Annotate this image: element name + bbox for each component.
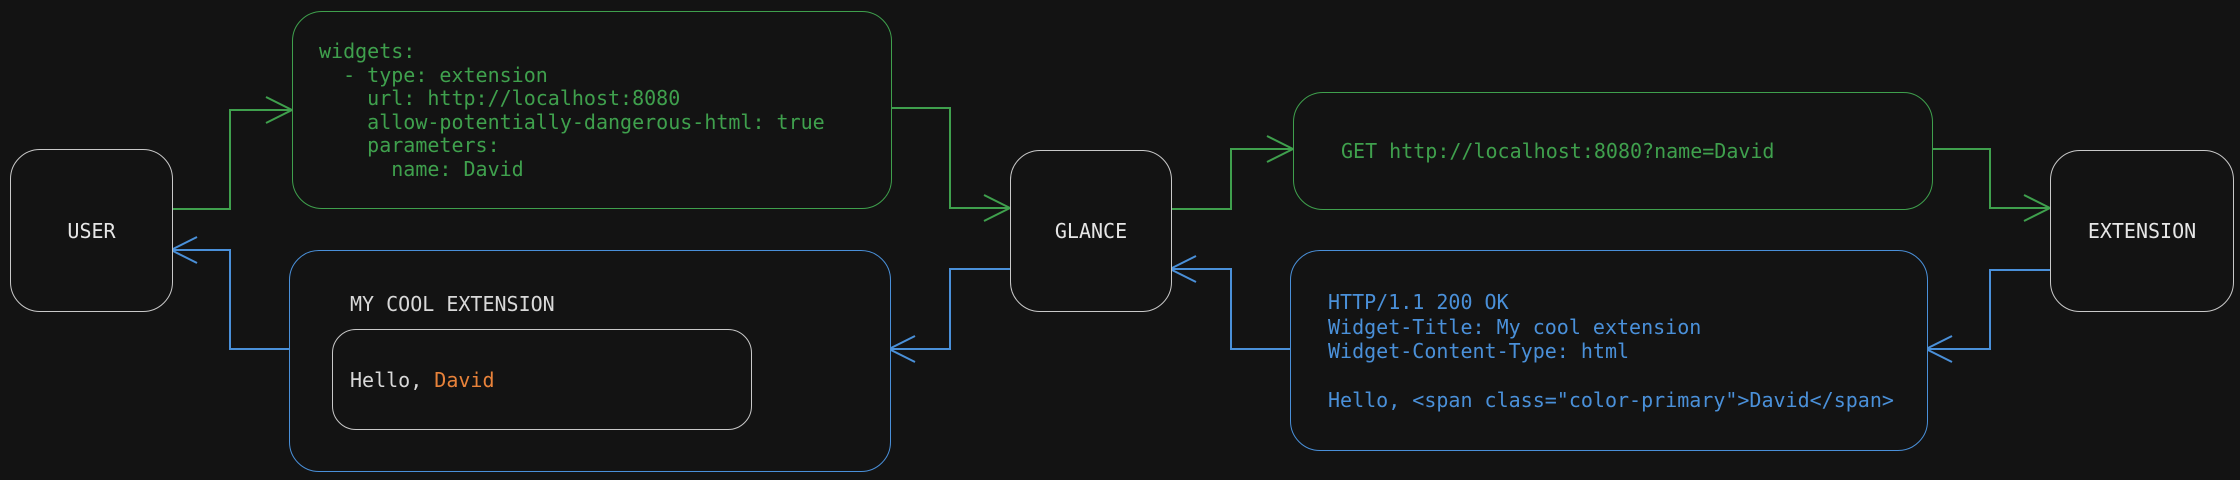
- node-extension-label: EXTENSION: [2087, 219, 2197, 243]
- arrow-response-to-glance: [1169, 255, 1290, 350]
- rendered-widget-box: MY COOL EXTENSION Hello, David: [289, 250, 891, 472]
- greeting-name: David: [434, 367, 495, 392]
- node-glance-label: GLANCE: [1054, 219, 1128, 243]
- http-request-box: GET http://localhost:8080?name=David: [1293, 92, 1933, 210]
- node-glance: GLANCE: [1010, 150, 1172, 312]
- arrow-glance-to-widget: [888, 268, 1010, 363]
- arrow-request-to-extension: [1931, 148, 2051, 222]
- widget-preview-box: Hello, David: [332, 329, 752, 430]
- arrow-user-to-config: [171, 96, 293, 210]
- arrow-config-to-glance: [890, 107, 1011, 222]
- greeting-prefix: Hello,: [350, 367, 435, 392]
- http-response-box: HTTP/1.1 200 OK Widget-Title: My cool ex…: [1290, 250, 1928, 451]
- yaml-config-box: widgets: - type: extension url: http://l…: [292, 11, 892, 209]
- node-user: USER: [10, 149, 173, 312]
- http-request-code: GET http://localhost:8080?name=David: [1341, 139, 1775, 163]
- node-extension: EXTENSION: [2050, 150, 2234, 312]
- node-user-label: USER: [67, 218, 116, 243]
- yaml-config-code: widgets: - type: extension url: http://l…: [319, 39, 825, 181]
- arrow-glance-to-request: [1170, 135, 1294, 210]
- arrow-extension-to-response: [1925, 269, 2050, 363]
- widget-greeting: Hello, David: [333, 368, 495, 392]
- arrow-widget-to-user: [170, 236, 289, 350]
- http-response-code: HTTP/1.1 200 OK Widget-Title: My cool ex…: [1328, 290, 1894, 412]
- widget-title: MY COOL EXTENSION: [350, 292, 555, 316]
